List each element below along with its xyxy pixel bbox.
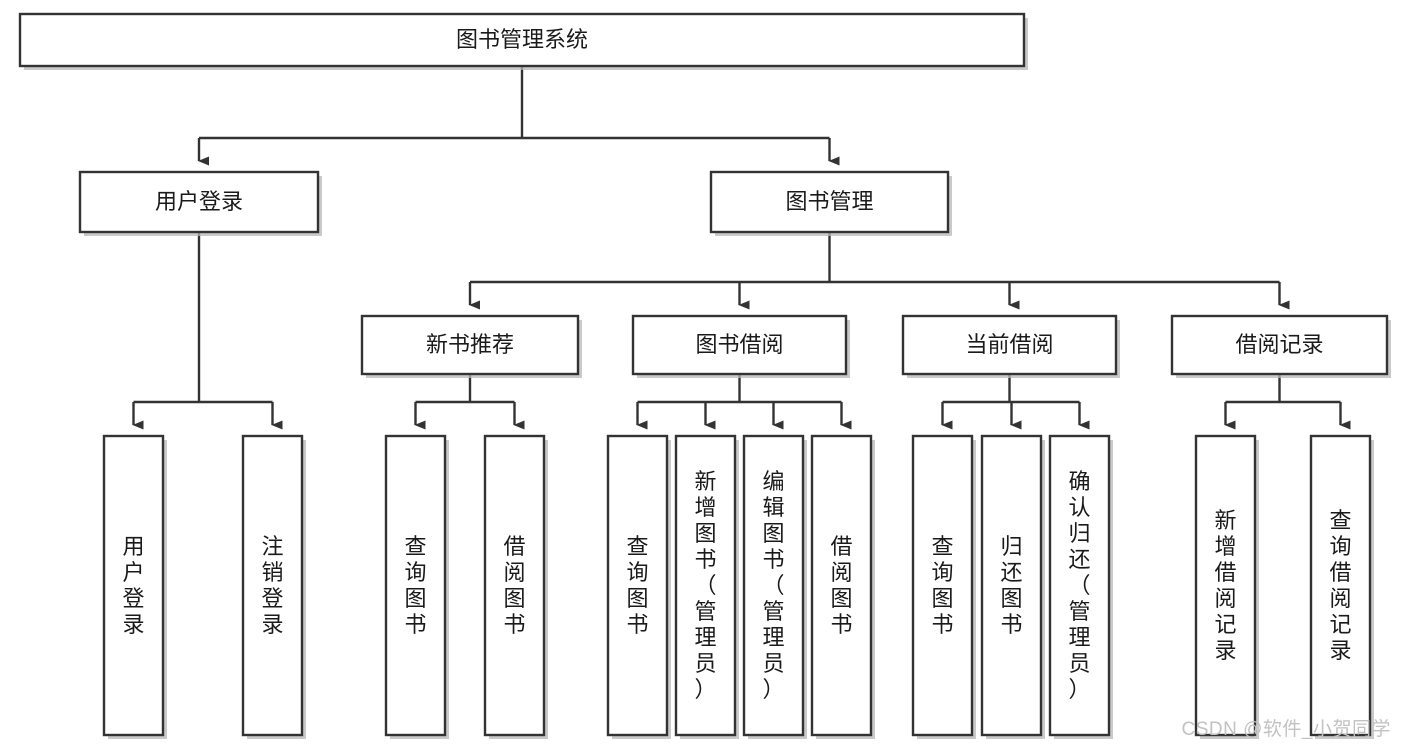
node-leaf-logout[interactable]: 注销登录 — [241, 434, 306, 739]
node-leaf-query-record[interactable]: 查询借阅记录 — [1309, 434, 1374, 739]
node-box[interactable] — [1309, 434, 1372, 737]
node-box[interactable] — [709, 170, 950, 234]
node-leaf-borrow-book-1[interactable]: 借阅图书 — [483, 434, 548, 739]
node-box[interactable] — [1194, 434, 1257, 737]
node-user-login[interactable]: 用户登录 — [78, 170, 322, 236]
node-borrow-record[interactable]: 借阅记录 — [1170, 314, 1391, 378]
node-label: 归还图书 — [1000, 534, 1022, 637]
node-box[interactable] — [360, 314, 580, 376]
node-box[interactable] — [102, 434, 165, 737]
node-box[interactable] — [384, 434, 447, 737]
node-root[interactable]: 图书管理系统 — [18, 12, 1028, 70]
connector-edges — [132, 66, 1351, 430]
node-label: 新书推荐 — [426, 332, 514, 357]
node-new-book-rec[interactable]: 新书推荐 — [360, 314, 582, 378]
node-label: 图书管理系统 — [456, 27, 588, 52]
node-leaf-borrow-book-2[interactable]: 借阅图书 — [810, 434, 875, 739]
node-box[interactable] — [1048, 434, 1111, 737]
node-label: 新增图书（管理员） — [694, 469, 716, 702]
node-leaf-confirm-return[interactable]: 确认归还（管理员） — [1048, 434, 1113, 739]
node-label: 图书管理 — [785, 189, 873, 214]
node-boxes: 图书管理系统用户登录图书管理新书推荐图书借阅当前借阅借阅记录用户登录注销登录查询… — [18, 12, 1391, 739]
node-label: 注销登录 — [261, 534, 283, 637]
node-label: 查询图书 — [626, 534, 648, 637]
node-label: 编辑图书（管理员） — [762, 469, 784, 702]
node-leaf-edit-book[interactable]: 编辑图书（管理员） — [742, 434, 807, 739]
node-box[interactable] — [241, 434, 304, 737]
node-leaf-query-book-2[interactable]: 查询图书 — [606, 434, 671, 739]
node-box[interactable] — [606, 434, 669, 737]
node-leaf-add-record[interactable]: 新增借阅记录 — [1194, 434, 1259, 739]
node-label: 借阅图书 — [830, 534, 852, 637]
node-leaf-return-book[interactable]: 归还图书 — [980, 434, 1045, 739]
node-label: 借阅记录 — [1235, 332, 1323, 357]
node-box[interactable] — [980, 434, 1043, 737]
node-box[interactable] — [483, 434, 546, 737]
node-box[interactable] — [78, 170, 320, 234]
node-label: 查询借阅记录 — [1329, 508, 1351, 663]
node-label: 当前借阅 — [965, 332, 1053, 357]
node-label: 查询图书 — [931, 534, 953, 637]
node-label: 用户登录 — [122, 534, 144, 637]
node-label: 查询图书 — [404, 534, 426, 637]
node-box[interactable] — [810, 434, 873, 737]
node-book-manage[interactable]: 图书管理 — [709, 170, 952, 236]
node-box[interactable] — [742, 434, 805, 737]
node-box[interactable] — [18, 12, 1026, 68]
node-box[interactable] — [911, 434, 974, 737]
node-leaf-query-book-1[interactable]: 查询图书 — [384, 434, 449, 739]
node-leaf-query-book-3[interactable]: 查询图书 — [911, 434, 976, 739]
node-leaf-user-login[interactable]: 用户登录 — [102, 434, 167, 739]
node-box[interactable] — [901, 314, 1118, 376]
node-label: 新增借阅记录 — [1214, 508, 1236, 663]
node-box[interactable] — [1170, 314, 1389, 376]
node-box[interactable] — [674, 434, 737, 737]
node-box[interactable] — [631, 314, 848, 376]
node-current-borrow[interactable]: 当前借阅 — [901, 314, 1120, 378]
node-label: 确认归还（管理员） — [1068, 469, 1090, 702]
node-label: 用户登录 — [155, 189, 243, 214]
node-label: 借阅图书 — [503, 534, 525, 637]
node-leaf-add-book[interactable]: 新增图书（管理员） — [674, 434, 739, 739]
node-label: 图书借阅 — [695, 332, 783, 357]
node-book-borrow[interactable]: 图书借阅 — [631, 314, 850, 378]
